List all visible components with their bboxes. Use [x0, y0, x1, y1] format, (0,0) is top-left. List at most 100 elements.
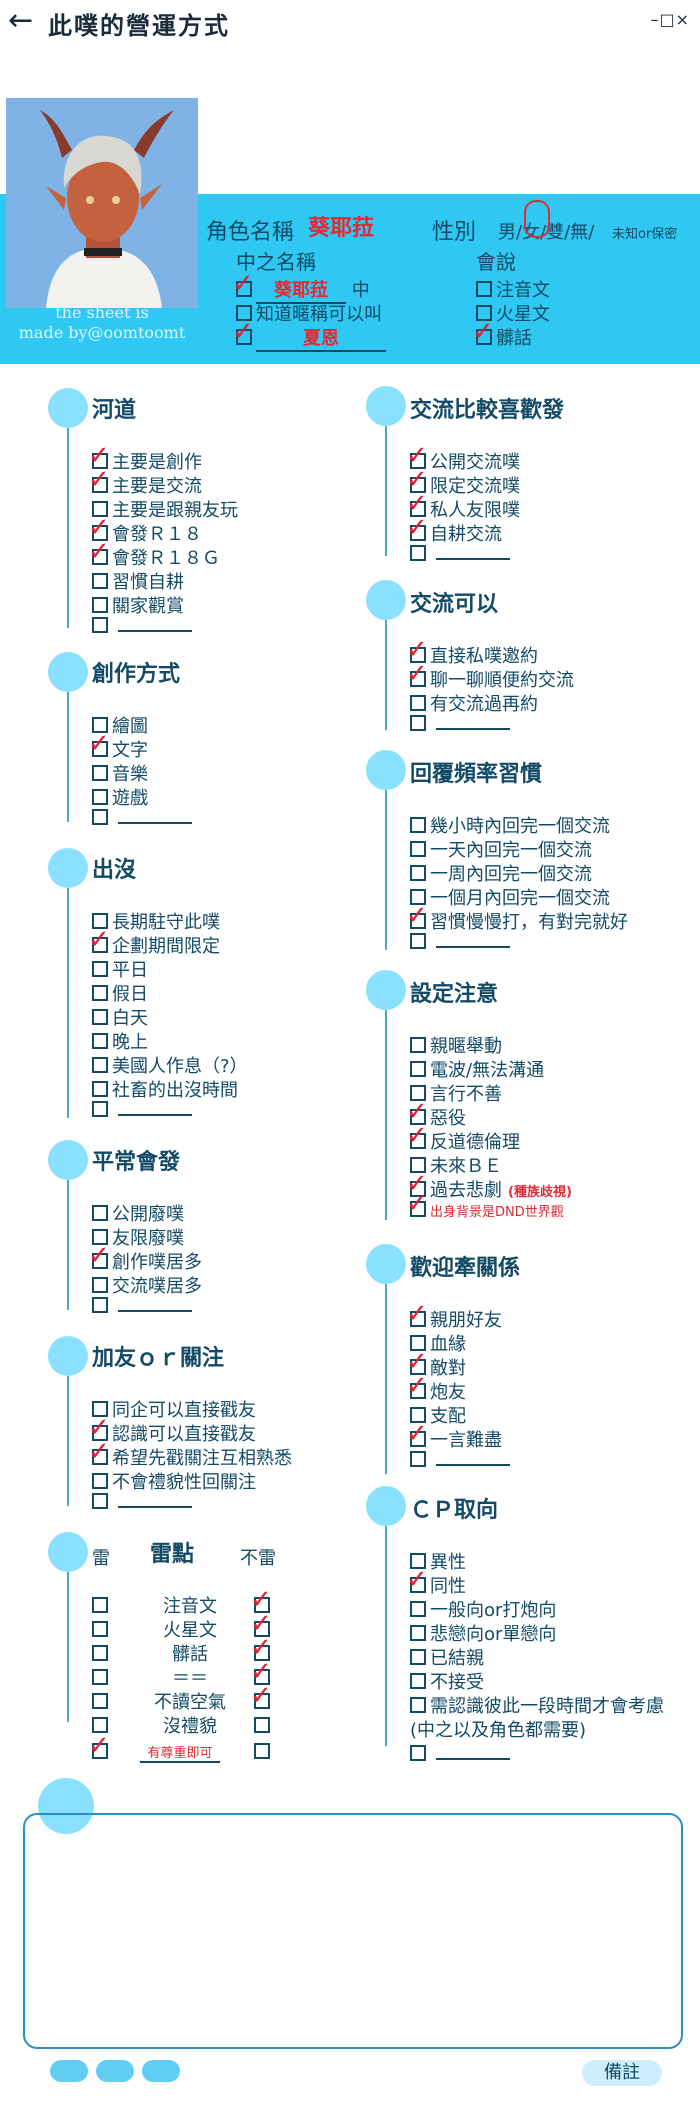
checkbox[interactable] [410, 1061, 426, 1077]
list-item-blank[interactable] [92, 808, 192, 829]
checkbox[interactable]: ✓ [88, 441, 110, 471]
list-item[interactable]: 關家觀賞 [92, 592, 184, 618]
checkbox[interactable]: ✓ [88, 537, 110, 567]
list-item[interactable]: ✓一言難盡 [406, 1419, 502, 1452]
list-item[interactable]: 主要是跟親友玩 [92, 496, 238, 522]
checkbox[interactable]: ✓ [406, 1169, 428, 1199]
checkbox[interactable] [410, 817, 426, 833]
list-item[interactable]: 需認識彼此一段時間才會考慮 [410, 1692, 664, 1718]
checkbox[interactable] [236, 305, 252, 321]
checkbox[interactable] [410, 1649, 426, 1665]
list-item[interactable]: 未來ＢＥ [410, 1152, 502, 1178]
checkbox[interactable]: ✓ [406, 635, 428, 665]
mine-row[interactable]: ✓ [250, 1657, 274, 1689]
lang-item[interactable]: ✓髒話 [472, 317, 532, 350]
footer-pill[interactable] [96, 2060, 134, 2082]
checkbox[interactable] [410, 1335, 426, 1351]
mine-row[interactable]: ✓ [250, 1585, 274, 1617]
checkbox[interactable] [92, 1205, 108, 1221]
list-item[interactable]: ✓炮友 [406, 1371, 466, 1404]
list-item[interactable]: 白天 [92, 1004, 148, 1030]
remark-label[interactable]: 備註 [582, 2060, 662, 2086]
list-item[interactable]: ✓主要是交流 [88, 465, 202, 498]
checkbox[interactable]: ✓ [88, 465, 110, 495]
list-item[interactable]: 悲戀向or單戀向 [410, 1620, 556, 1646]
checkbox[interactable]: ✓ [406, 1419, 428, 1449]
list-item[interactable]: 假日 [92, 980, 148, 1006]
window-controls[interactable]: –□× [650, 10, 690, 29]
blank-field[interactable] [436, 1744, 510, 1760]
list-item[interactable]: ✓習慣慢慢打，有對完就好 [406, 901, 628, 934]
mine-row[interactable]: ✓ [88, 1731, 112, 1763]
checkbox[interactable] [410, 1037, 426, 1053]
footer-pill[interactable] [142, 2060, 180, 2082]
blank-field[interactable] [436, 1450, 510, 1466]
checkbox[interactable] [410, 1157, 426, 1173]
checkbox[interactable] [410, 1451, 426, 1467]
blank-field[interactable] [436, 714, 510, 730]
checkbox[interactable] [92, 1101, 108, 1117]
checkbox[interactable]: ✓ [88, 729, 110, 759]
checkbox[interactable]: ✓ [406, 465, 428, 495]
list-item[interactable]: 習慣自耕 [92, 568, 184, 594]
checkbox-mine[interactable] [92, 1597, 108, 1613]
list-item[interactable]: ✓公開交流噗 [406, 441, 520, 474]
list-item[interactable]: ✓會發Ｒ１８ [88, 513, 202, 546]
blank-field[interactable] [118, 616, 192, 632]
checkbox-not-mine[interactable]: ✓ [250, 1681, 272, 1711]
know-nick-row[interactable]: 知道暱稱可以叫 [236, 300, 382, 326]
checkbox[interactable]: ✓ [88, 513, 110, 543]
checkbox[interactable]: ✓ [406, 513, 428, 543]
list-item[interactable]: 一周內回完一個交流 [410, 860, 592, 886]
checkbox[interactable] [410, 1085, 426, 1101]
nick-row[interactable]: ✓夏恩 [232, 317, 386, 352]
checkbox[interactable] [410, 545, 426, 561]
blank-field[interactable] [118, 1296, 192, 1312]
mine-row[interactable] [254, 1716, 274, 1737]
checkbox[interactable] [92, 501, 108, 517]
blank-field[interactable] [436, 932, 510, 948]
list-item-blank[interactable] [410, 714, 510, 735]
checkbox[interactable] [92, 789, 108, 805]
checkbox-not-mine[interactable] [254, 1717, 270, 1733]
list-item[interactable]: 血緣 [410, 1330, 466, 1356]
list-item[interactable]: 幾小時內回完一個交流 [410, 812, 610, 838]
checkbox[interactable] [92, 1401, 108, 1417]
checkbox[interactable] [92, 913, 108, 929]
checkbox-mine[interactable]: ✓ [88, 1731, 110, 1761]
checkbox[interactable]: ✓ [406, 1121, 428, 1151]
blank-field[interactable] [118, 808, 192, 824]
mine-row[interactable] [92, 1716, 112, 1737]
checkbox-not-mine[interactable] [254, 1743, 270, 1759]
checkbox[interactable] [410, 1553, 426, 1569]
list-item[interactable]: 晚上 [92, 1028, 148, 1054]
gender-unknown-option[interactable]: 未知or保密 [612, 227, 678, 242]
checkbox[interactable] [92, 573, 108, 589]
blank-field[interactable] [436, 544, 510, 560]
list-item-blank[interactable] [410, 1450, 510, 1471]
list-item[interactable]: ✓希望先戳關注互相熟悉 [88, 1437, 292, 1470]
list-item[interactable]: 一個月內回完一個交流 [410, 884, 610, 910]
list-item-blank[interactable] [410, 544, 510, 565]
list-item[interactable]: 交流噗居多 [92, 1272, 202, 1298]
mine-row[interactable] [254, 1742, 274, 1763]
checkbox[interactable] [410, 1407, 426, 1423]
checkbox[interactable]: ✓ [406, 1299, 428, 1329]
list-item[interactable]: ✓過去悲劇(種族歧視) [406, 1169, 572, 1202]
list-item[interactable]: ✓出身背景是DND世界觀 [406, 1189, 564, 1221]
blank-field[interactable] [118, 1492, 192, 1508]
list-item[interactable]: 異性 [410, 1548, 466, 1574]
checkbox[interactable]: ✓ [88, 1413, 110, 1443]
checkbox[interactable]: ✓ [406, 1097, 428, 1127]
list-item[interactable]: ✓惡役 [406, 1097, 466, 1130]
checkbox[interactable] [476, 281, 492, 297]
mine-row[interactable] [92, 1692, 112, 1713]
checkbox[interactable] [410, 841, 426, 857]
mine-row[interactable] [92, 1668, 112, 1689]
checkbox[interactable]: ✓ [232, 269, 254, 299]
list-item[interactable]: 支配 [410, 1402, 466, 1428]
lang-item[interactable]: 火星文 [476, 300, 550, 326]
checkbox[interactable]: ✓ [88, 1437, 110, 1467]
back-arrow-icon[interactable]: ← [8, 3, 34, 38]
list-item[interactable]: 親暱舉動 [410, 1032, 502, 1058]
